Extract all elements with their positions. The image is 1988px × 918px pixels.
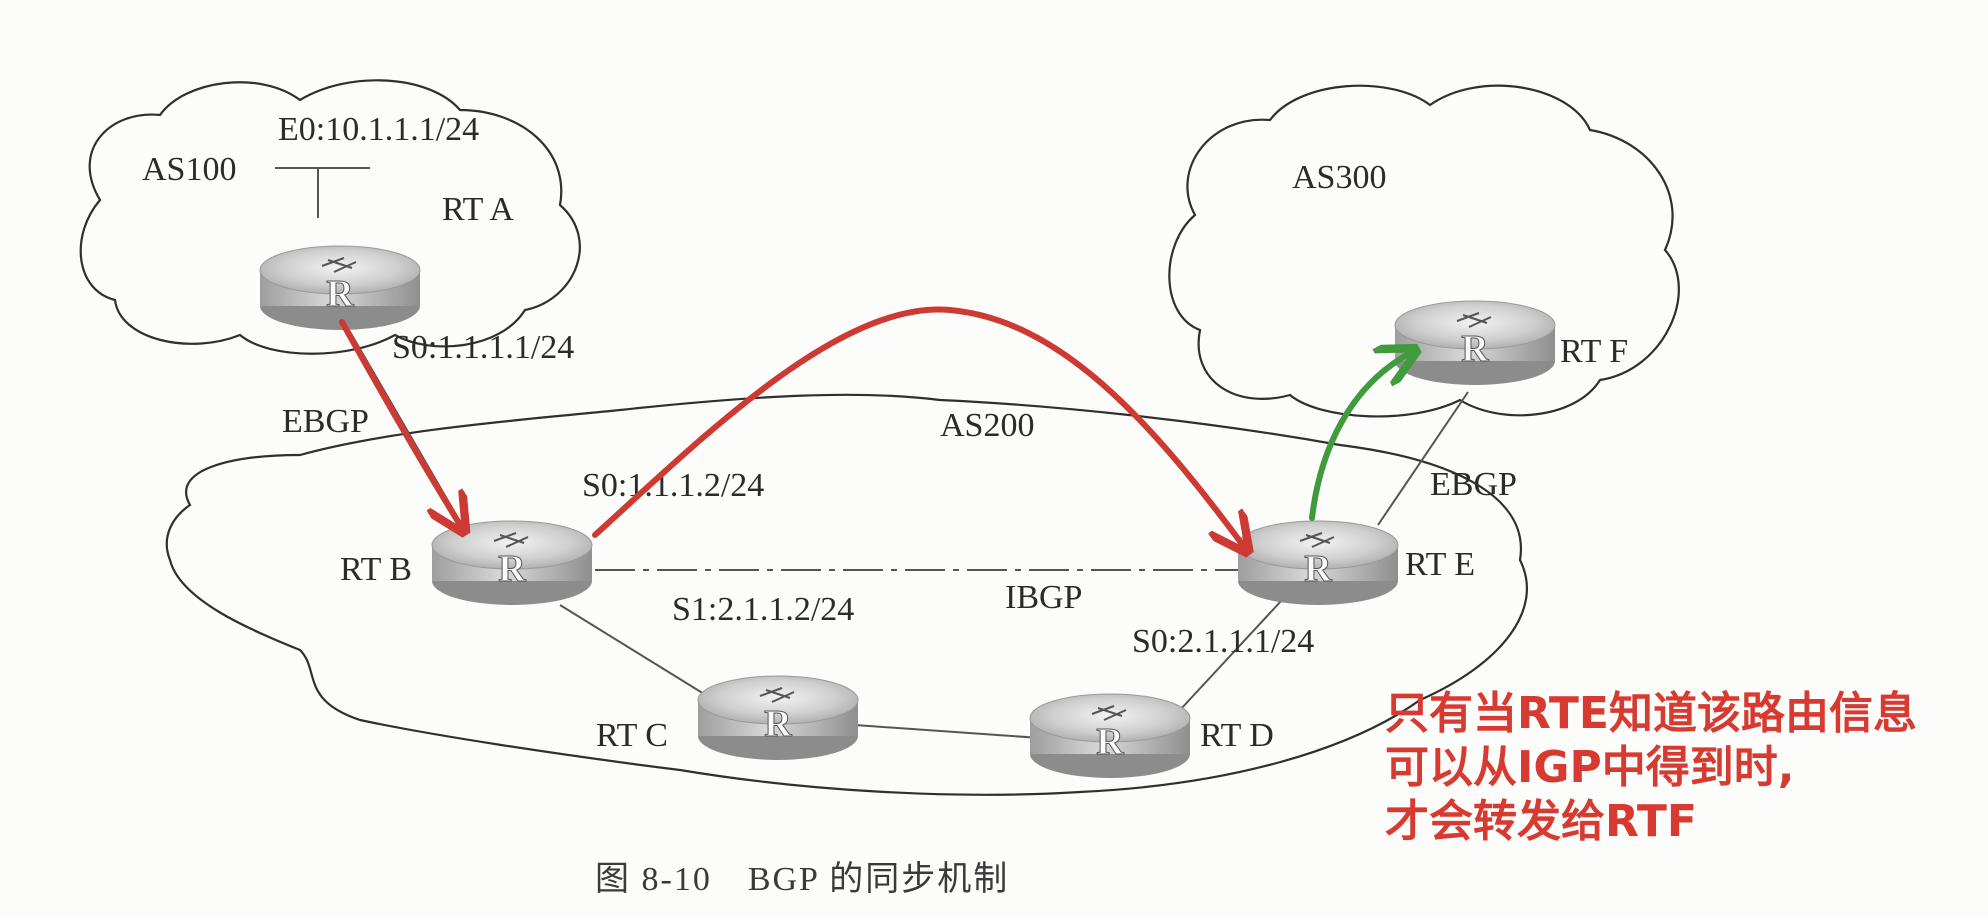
red-arrow-rtb-to-rte xyxy=(592,306,1245,548)
rta-e0-label: E0:10.1.1.1/24 xyxy=(278,111,479,148)
router-glyph: R xyxy=(1461,328,1489,370)
ibgp-label: IBGP xyxy=(1005,579,1082,616)
rta-name-label: RT A xyxy=(442,191,514,228)
link-rtc-rtd xyxy=(854,724,1041,739)
router-arrows-icon xyxy=(1299,532,1335,548)
router-arrows-icon xyxy=(321,257,357,273)
green-arrow-rte-to-rtf xyxy=(1309,352,1412,521)
red-arrow-rta-to-rtb xyxy=(339,319,462,528)
link-rte-rtf xyxy=(1377,391,1469,526)
annotation-line-1: 只有当RTE知道该路由信息 xyxy=(1385,688,1917,739)
ebgp-ab-label: EBGP xyxy=(282,403,369,440)
router-arrows-icon xyxy=(1091,705,1127,721)
router-rta: R xyxy=(259,245,421,330)
router-glyph: R xyxy=(1304,548,1332,590)
as300-label: AS300 xyxy=(1292,159,1386,196)
ebgp-ef-label: EBGP xyxy=(1430,466,1517,503)
rte-s0-label: S0:2.1.1.1/24 xyxy=(1132,623,1314,660)
rtc-name-label: RT C xyxy=(596,717,668,754)
as300-cloud xyxy=(1168,84,1680,418)
rtb-s0-label: S0:1.1.1.2/24 xyxy=(582,467,764,504)
as200-label: AS200 xyxy=(940,407,1034,444)
rte-name-label: RT E xyxy=(1405,546,1475,583)
rta-s0-label: S0:1.1.1.1/24 xyxy=(392,329,574,366)
router-glyph: R xyxy=(498,548,526,590)
router-rtd: R xyxy=(1029,693,1191,778)
rtb-s1-label: S1:2.1.1.2/24 xyxy=(672,591,854,628)
rtd-name-label: RT D xyxy=(1200,717,1274,754)
annotation-line-2: 可以从IGP中得到时, xyxy=(1385,742,1794,793)
router-glyph: R xyxy=(326,273,354,315)
as100-label: AS100 xyxy=(142,151,236,188)
router-rte: R xyxy=(1237,520,1399,605)
as100-cloud xyxy=(79,79,581,355)
router-arrows-icon xyxy=(759,687,795,703)
router-rtf: R xyxy=(1394,300,1556,385)
router-arrows-icon xyxy=(1456,312,1492,328)
as200-cloud xyxy=(165,393,1528,796)
rtf-name-label: RT F xyxy=(1560,333,1628,370)
router-glyph: R xyxy=(1096,721,1124,763)
router-arrows-icon xyxy=(493,532,529,548)
link-rtd-rte xyxy=(1179,599,1283,711)
router-glyph: R xyxy=(764,703,792,745)
router-rtc: R xyxy=(697,675,859,760)
rtb-name-label: RT B xyxy=(340,551,412,588)
figure-caption: 图 8-10 BGP 的同步机制 xyxy=(595,860,1009,898)
router-rtb: R xyxy=(431,520,593,605)
annotation-line-3: 才会转发给RTF xyxy=(1385,796,1697,847)
